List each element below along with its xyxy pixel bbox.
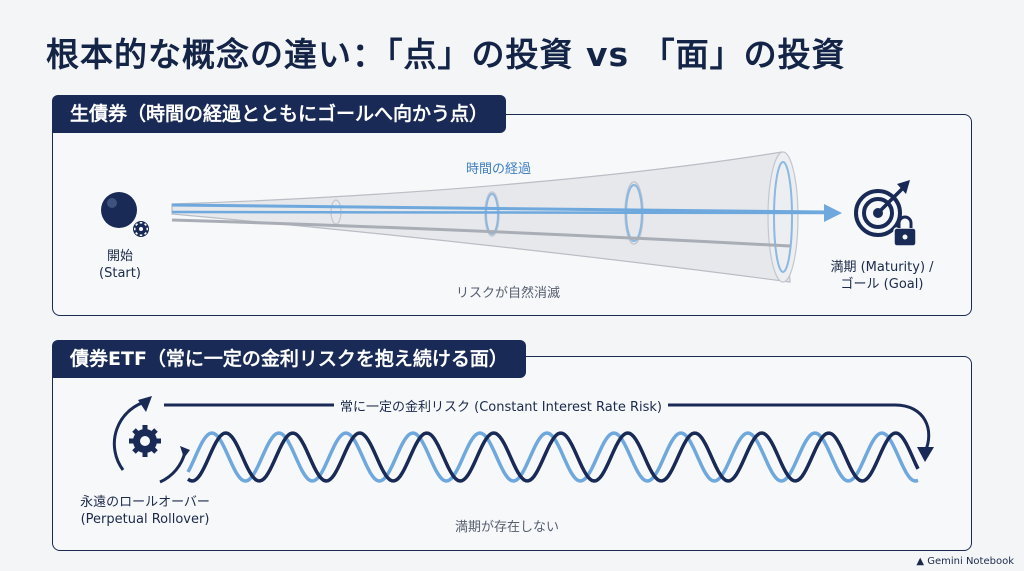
rollover-label: 永遠のロールオーバー (Perpetual Rollover)	[70, 494, 220, 528]
goal-label-line1: 満期 (Maturity) /	[830, 260, 934, 275]
start-label-ja: 開始	[106, 249, 133, 264]
raw-bond-tag: 生債券（時間の経過とともにゴールへ向かう点）	[52, 95, 507, 133]
no-maturity-note: 満期が存在しない	[455, 520, 560, 535]
constant-risk-arrow	[164, 403, 934, 462]
brand-label: ▲ Gemini Notebook	[916, 556, 1014, 567]
gear-icon	[129, 425, 161, 457]
start-label: 開始 (Start)	[86, 248, 154, 282]
page-title: 根本的な概念の違い：「点」の投資 vs 「面」の投資	[46, 35, 846, 74]
time-arrow	[171, 203, 842, 248]
goal-label: 満期 (Maturity) / ゴール (Goal)	[823, 259, 941, 293]
goal-label-line2: ゴール (Goal)	[840, 277, 924, 292]
start-label-en: (Start)	[99, 266, 141, 281]
lock-icon	[893, 215, 917, 247]
bond-etf-tag: 債券ETF（常に一定の金利リスクを抱え続ける面）	[52, 340, 526, 378]
rollover-label-en: (Perpetual Rollover)	[80, 512, 210, 527]
bond-etf-panel	[52, 356, 972, 551]
risk-note: リスクが自然消滅	[456, 286, 561, 301]
rollover-label-ja: 永遠のロールオーバー	[80, 495, 210, 510]
constant-risk-label: 常に一定の金利リスク (Constant Interest Rate Risk)	[334, 396, 668, 415]
rate-wave-dark	[186, 431, 920, 483]
brand-text: Gemini Notebook	[927, 556, 1014, 567]
target-icon	[854, 180, 910, 237]
rollover-cycle-icon	[112, 396, 190, 484]
time-label: 時間の経過	[466, 162, 532, 177]
risk-cone	[171, 151, 799, 283]
start-icon	[101, 192, 151, 239]
